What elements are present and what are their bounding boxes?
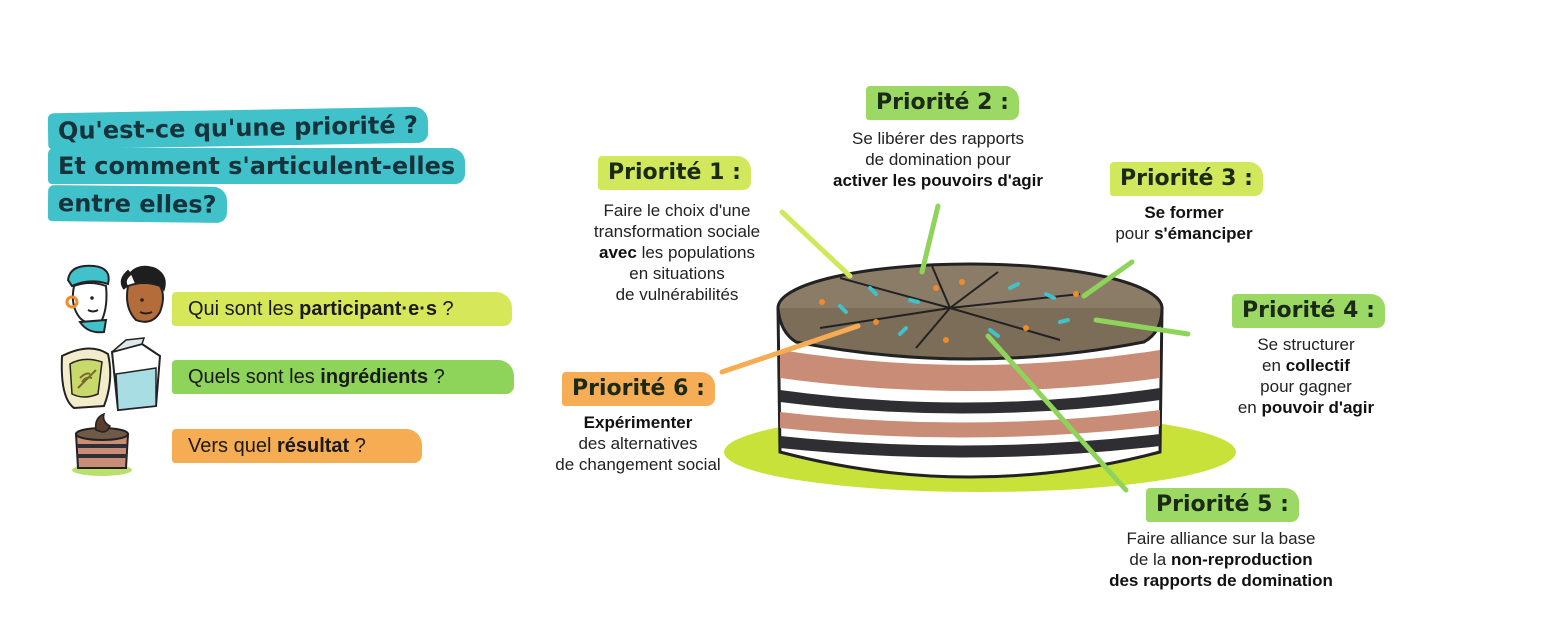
priority-3-bold-2: s'émanciper bbox=[1154, 224, 1253, 243]
connector-2 bbox=[919, 203, 941, 275]
priority-1-line-5: de vulnérabilités bbox=[615, 285, 739, 304]
participants-icon bbox=[65, 264, 166, 334]
priority-5-line-2: de la bbox=[1129, 550, 1171, 569]
priority-1-line-3: les populations bbox=[636, 243, 755, 262]
priority-5-title: Priorité 5 : bbox=[1146, 488, 1299, 522]
priority-6-line-3: de changement social bbox=[555, 455, 721, 474]
priority-1-line-1: Faire le choix d'une bbox=[603, 201, 751, 220]
priority-4-line-1: Se structurer bbox=[1257, 335, 1355, 354]
priority-2-title: Priorité 2 : bbox=[866, 86, 1019, 120]
priority-1-title: Priorité 1 : bbox=[598, 156, 751, 190]
connector-4 bbox=[1093, 317, 1191, 337]
legend-result-text: Vers quel bbox=[188, 435, 277, 457]
priority-4-line-4: en bbox=[1237, 398, 1262, 417]
priority-6-text: Expérimenter des alternatives de changem… bbox=[544, 412, 732, 475]
priority-4-bold-2: pouvoir d'agir bbox=[1261, 398, 1375, 417]
cake-slice-icon bbox=[72, 412, 132, 476]
priority-4-line-2: en bbox=[1262, 356, 1286, 375]
priority-4-bold-1: collectif bbox=[1285, 356, 1350, 375]
connector-5 bbox=[985, 333, 1129, 493]
priority-4-text: Se structurer en collectif pour gagner e… bbox=[1218, 334, 1394, 418]
legend-participants-bold: participant·e·s bbox=[299, 298, 437, 320]
legend-result-bold: résultat bbox=[276, 435, 350, 457]
connector-3 bbox=[1081, 259, 1135, 299]
priority-1-text: Faire le choix d'une transformation soci… bbox=[582, 200, 772, 305]
legend-participants-text: Qui sont les bbox=[188, 298, 300, 320]
legend-ingredients-end: ? bbox=[428, 366, 445, 388]
priority-4-line-3: pour gagner bbox=[1260, 377, 1352, 396]
connector-1 bbox=[779, 209, 853, 279]
legend-participants: Qui sont les participant·e·s ? bbox=[172, 292, 512, 326]
priority-4-title: Priorité 4 : bbox=[1232, 294, 1385, 328]
priority-3-text: Se former pour s'émanciper bbox=[1098, 202, 1270, 244]
connector-6 bbox=[719, 323, 861, 375]
legend-participants-end: ? bbox=[436, 298, 454, 320]
legend-ingredients-text: Quels sont les bbox=[188, 366, 321, 388]
priority-6-title: Priorité 6 : bbox=[562, 372, 715, 406]
priority-5-line-1: Faire alliance sur la base bbox=[1126, 529, 1316, 548]
priority-2-line-1: Se libérer des rapports bbox=[852, 129, 1024, 148]
priority-6-line-2: des alternatives bbox=[578, 434, 698, 453]
cake-illustration bbox=[724, 262, 1236, 492]
priority-1-line-4: en situations bbox=[629, 264, 725, 283]
priority-2-bold: activer les pouvoirs d'agir bbox=[832, 171, 1043, 190]
priority-2-text: Se libérer des rapports de domination po… bbox=[812, 128, 1064, 191]
priority-6-bold: Expérimenter bbox=[583, 413, 693, 432]
priority-5-text: Faire alliance sur la base de la non-rep… bbox=[1092, 528, 1350, 591]
priority-2-line-2: de domination pour bbox=[865, 150, 1011, 169]
priority-1-line-2: transformation sociale bbox=[593, 222, 761, 241]
priority-3-title: Priorité 3 : bbox=[1110, 162, 1263, 196]
priority-1-bold: avec bbox=[599, 243, 637, 262]
priority-3-bold-1: Se former bbox=[1144, 203, 1224, 222]
priority-5-bold-1: non-reproduction bbox=[1170, 550, 1313, 569]
legend-ingredients-bold: ingrédients bbox=[320, 366, 429, 388]
priority-5-bold-2: des rapports de domination bbox=[1109, 571, 1333, 590]
legend-ingredients: Quels sont les ingrédients ? bbox=[172, 360, 514, 394]
priority-3-line-2: pour bbox=[1115, 224, 1155, 243]
ingredients-icon bbox=[60, 337, 162, 412]
legend-result-end: ? bbox=[349, 435, 366, 457]
legend-result: Vers quel résultat ? bbox=[172, 429, 422, 463]
question-line-2: Et comment s'articulent-elles bbox=[48, 148, 466, 184]
